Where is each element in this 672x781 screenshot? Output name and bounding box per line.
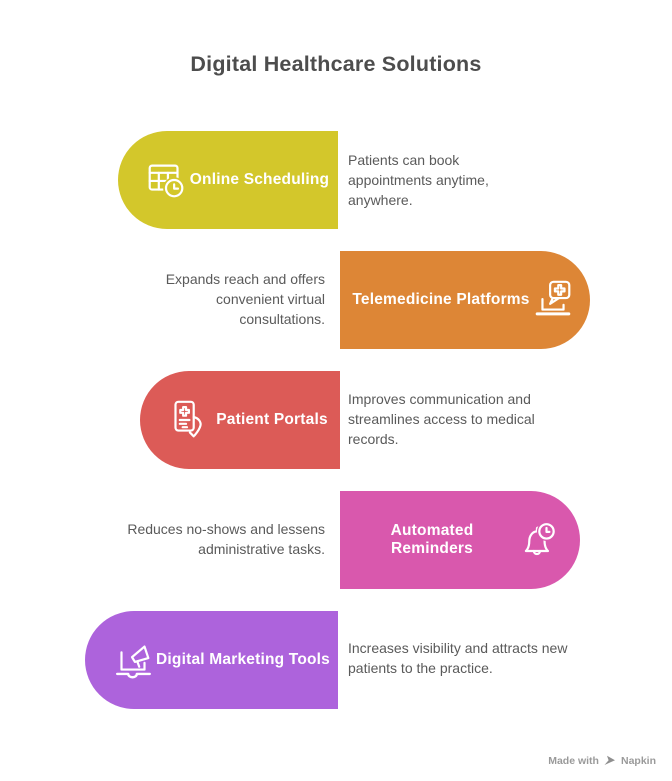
- watermark: Made with Napkin: [548, 755, 656, 767]
- solution-description: Improves communication and streamlines a…: [348, 391, 535, 447]
- pill-online-scheduling: Online Scheduling: [118, 131, 338, 229]
- watermark-prefix: Made with: [548, 755, 599, 767]
- pill-digital-marketing-tools: Digital Marketing Tools: [85, 611, 338, 709]
- pill-label: Patient Portals: [216, 411, 328, 429]
- pill-automated-reminders: Automated Reminders: [340, 491, 580, 589]
- page-title: Digital Healthcare Solutions: [190, 52, 482, 76]
- solution-description: Increases visibility and attracts new pa…: [348, 640, 568, 676]
- napkin-logo-icon: [604, 755, 615, 765]
- laptop-medical-chat-icon: [530, 277, 576, 323]
- pill-label: Telemedicine Platforms: [352, 291, 530, 309]
- pill-label: Automated Reminders: [390, 522, 474, 557]
- watermark-brand: Napkin: [620, 755, 656, 767]
- laptop-megaphone-icon: [110, 637, 156, 683]
- pill-patient-portals: Patient Portals: [140, 371, 340, 469]
- pill-label: Online Scheduling: [189, 171, 330, 189]
- bell-clock-icon: [512, 521, 557, 563]
- solution-description: Reduces no-shows and lessens administrat…: [127, 521, 325, 557]
- pill-telemedicine-platforms: Telemedicine Platforms: [340, 251, 590, 349]
- solution-description: Patients can book appointments anytime, …: [348, 152, 489, 208]
- calendar-clock-icon: [143, 157, 186, 200]
- solution-description: Expands reach and offers convenient virt…: [165, 271, 325, 327]
- pill-label: Digital Marketing Tools: [156, 651, 330, 669]
- hand-tablet-medical-icon: [164, 397, 210, 443]
